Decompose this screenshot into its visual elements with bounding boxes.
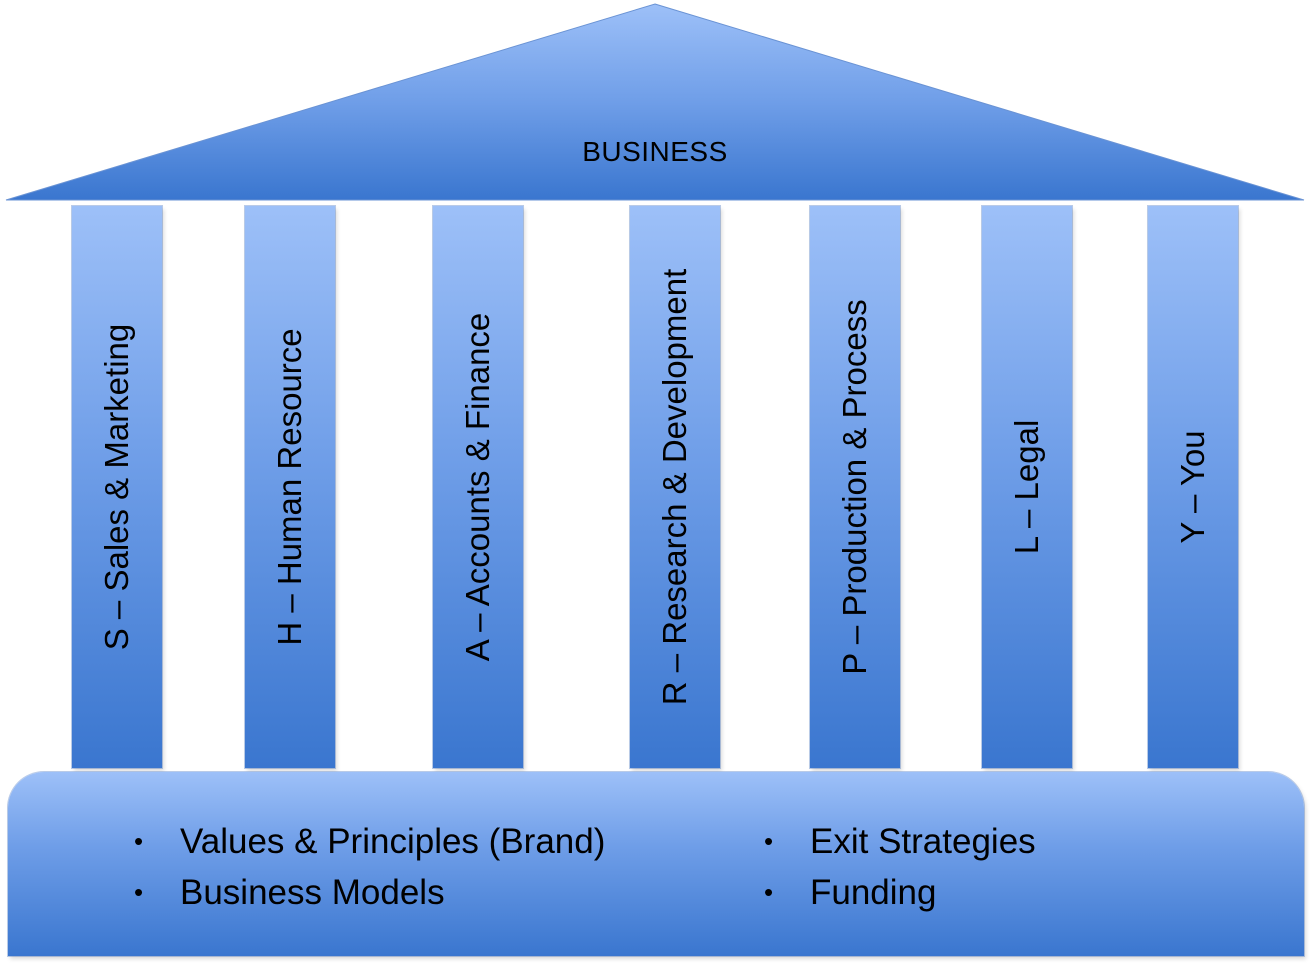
foundation-item-label: Funding xyxy=(810,873,937,912)
roof xyxy=(5,3,1305,201)
pillar-label: P – Production & Process xyxy=(836,299,873,675)
foundation-item: • Business Models xyxy=(134,867,605,918)
bullet-icon: • xyxy=(764,826,774,856)
pillar-you: Y – You xyxy=(1148,206,1238,768)
pillar-human-resource: H – Human Resource xyxy=(245,206,335,768)
pillar-label: Y – You xyxy=(1174,430,1211,544)
foundation-item: • Exit Strategies xyxy=(764,816,1036,867)
bullet-icon: • xyxy=(134,877,144,907)
foundation-item-label: Values & Principles (Brand) xyxy=(180,822,606,861)
pillar-label: A – Accounts & Finance xyxy=(459,312,496,662)
roof-title: BUSINESS xyxy=(582,136,728,167)
foundation-item: • Funding xyxy=(764,867,1036,918)
pillar-research-development: R – Research & Development xyxy=(630,206,720,768)
foundation: • Values & Principles (Brand) • Business… xyxy=(8,772,1304,956)
bullet-icon: • xyxy=(764,877,774,907)
foundation-item-label: Exit Strategies xyxy=(810,822,1036,861)
roof-triangle xyxy=(5,3,1305,201)
pillar-label: H – Human Resource xyxy=(271,328,308,646)
foundation-item-label: Business Models xyxy=(180,873,445,912)
pillar-label: S – Sales & Marketing xyxy=(98,323,135,651)
pillar-label: L – Legal xyxy=(1008,419,1045,555)
pillar-legal: L – Legal xyxy=(982,206,1072,768)
pillar-accounts-finance: A – Accounts & Finance xyxy=(433,206,523,768)
foundation-item: • Values & Principles (Brand) xyxy=(134,816,605,867)
pillar-label: R – Research & Development xyxy=(656,268,693,706)
pillar-production-process: P – Production & Process xyxy=(810,206,900,768)
foundation-list-right: • Exit Strategies • Funding xyxy=(764,816,1036,918)
foundation-list-left: • Values & Principles (Brand) • Business… xyxy=(134,816,605,918)
pillar-sales-marketing: S – Sales & Marketing xyxy=(72,206,162,768)
bullet-icon: • xyxy=(134,826,144,856)
